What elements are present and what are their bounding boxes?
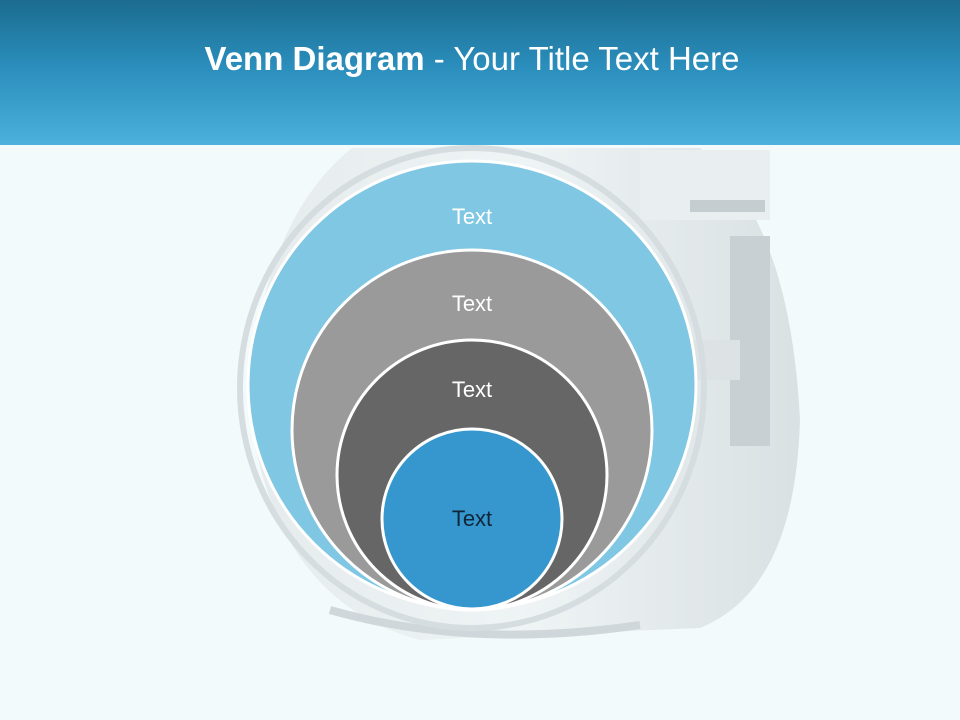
venn-label-second[interactable]: Text [451, 291, 493, 316]
title-bold-text: Venn Diagram [204, 40, 425, 77]
venn-label-inner[interactable]: Text [451, 506, 493, 531]
venn-circle-inner[interactable] [380, 427, 564, 611]
venn-label-outer[interactable]: Text [451, 204, 493, 229]
title-rest-text: - Your Title Text Here [424, 40, 740, 77]
slide-title[interactable]: Venn Diagram - Your Title Text Here [0, 40, 944, 78]
venn-rings [246, 159, 698, 612]
venn-label-third[interactable]: Text [451, 377, 493, 402]
title-bar: Venn Diagram - Your Title Text Here [0, 0, 960, 145]
